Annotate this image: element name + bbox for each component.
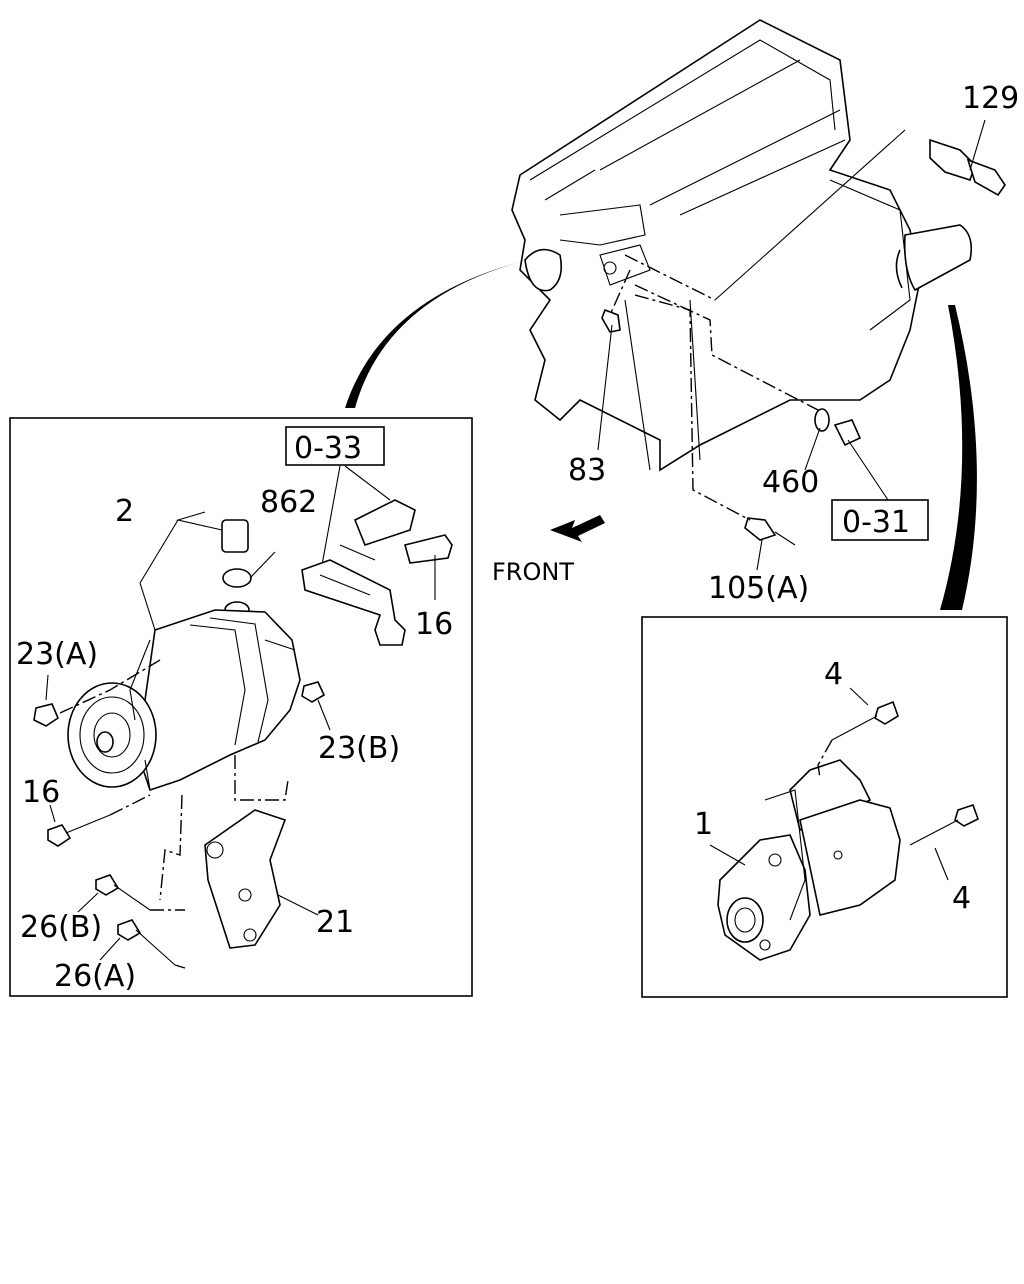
- label-26b: 26(B): [20, 910, 102, 945]
- swoosh-left: [345, 262, 520, 408]
- bolt-16-left: [47, 804, 111, 847]
- engine-block: [511, 19, 973, 472]
- label-4-top: 4: [824, 657, 843, 692]
- bolt-26b: [77, 874, 151, 913]
- label-23a: 23(A): [16, 637, 98, 672]
- bolt-83: [597, 308, 621, 451]
- ref-0-31: 0-31: [842, 505, 910, 540]
- alternator-panel: [9, 417, 473, 997]
- plug-862: [221, 519, 276, 619]
- dash-23a: [59, 659, 161, 714]
- leader-0-33a: [321, 465, 341, 566]
- starter-panel: [641, 616, 1008, 998]
- bolt-4-top: [831, 687, 899, 741]
- dash-460: [634, 284, 819, 411]
- sensor-129: [929, 119, 1006, 197]
- swoosh-right: [940, 305, 977, 610]
- label-16-left: 16: [22, 775, 60, 810]
- bracket: [301, 559, 406, 646]
- dash-16-left: [109, 794, 151, 816]
- dash-21a: [234, 755, 289, 801]
- dash-4-top: [817, 739, 833, 779]
- leader-1: [709, 844, 746, 866]
- label-2: 2: [115, 494, 134, 529]
- dash-83: [609, 269, 631, 316]
- sensor-105a: [744, 517, 796, 571]
- dash-129: [624, 254, 716, 301]
- label-105a: 105(A): [708, 571, 809, 606]
- leader-2b: [175, 511, 223, 531]
- alternator: [67, 609, 301, 792]
- bolt-16-top: [404, 534, 453, 600]
- label-26a: 26(A): [54, 959, 136, 994]
- label-21: 21: [316, 905, 354, 940]
- label-23b: 23(B): [318, 731, 400, 766]
- nut-23a: [33, 674, 59, 727]
- ref-box-0-33: [285, 426, 385, 466]
- ref-0-33: 0-33: [294, 431, 362, 466]
- label-129: 129: [962, 81, 1019, 116]
- label-1: 1: [694, 807, 713, 842]
- dash-26a: [174, 964, 186, 969]
- leader-0-33b: [344, 465, 391, 501]
- dash-105a: [634, 294, 751, 521]
- ref-box-0-31: [831, 499, 929, 541]
- leader-2a: [139, 519, 179, 584]
- label-83: 83: [568, 453, 606, 488]
- starter-motor: [717, 759, 901, 961]
- label-460: 460: [762, 465, 819, 500]
- bolt-26a: [99, 919, 176, 966]
- leader-2c: [139, 582, 156, 631]
- arrow-left-down-icon: [550, 515, 605, 542]
- label-862: 862: [260, 485, 317, 520]
- front-label: FRONT: [492, 558, 574, 586]
- dash-21b: [159, 794, 183, 901]
- nut-23b: [301, 681, 331, 731]
- washer-460: [804, 408, 889, 501]
- label-4-right: 4: [952, 881, 971, 916]
- leader-129: [714, 129, 906, 301]
- bracket-21: [204, 809, 319, 949]
- bolt-4-right: [909, 803, 979, 881]
- bracket-bolt: [339, 499, 416, 561]
- label-16-top: 16: [415, 607, 453, 642]
